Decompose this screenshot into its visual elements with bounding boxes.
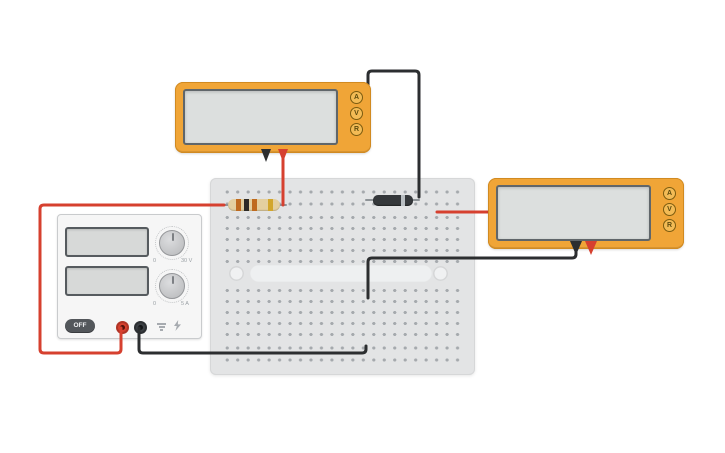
current-knob[interactable] (159, 273, 185, 299)
resistor-band-1 (236, 199, 241, 211)
multimeter-2-screen (496, 185, 651, 241)
resistor-band-3 (252, 199, 257, 211)
voltage-knob-pointer (171, 233, 174, 241)
breadboard-lower-terminal-strips (222, 285, 463, 340)
multimeter-2[interactable]: A V R (488, 178, 684, 249)
diode[interactable] (373, 195, 413, 206)
breadboard-bottom-power-rails (222, 342, 463, 366)
current-knob-pointer (171, 276, 174, 284)
power-supply-voltage-display (65, 227, 149, 257)
multimeter-2-amps-button[interactable]: A (663, 187, 676, 200)
multimeter-2-volts-button[interactable]: V (663, 203, 676, 216)
breadboard-screw-left (229, 266, 244, 281)
negative-terminal[interactable] (133, 320, 147, 334)
current-knob-max-label: 5 A (181, 301, 189, 307)
current-knob-min-label: 0 (153, 301, 157, 307)
resistor-band-4 (268, 199, 273, 211)
ground-icon (156, 323, 167, 331)
multimeter-1-resistance-button[interactable]: R (350, 123, 363, 136)
multimeter-2-resistance-button[interactable]: R (663, 219, 676, 232)
multimeter-1-screen (183, 89, 338, 145)
resistor-band-2 (244, 199, 249, 211)
multimeter-1-volts-button[interactable]: V (350, 107, 363, 120)
voltage-knob-max-label: 30 V (181, 258, 193, 264)
breadboard-center-channel (250, 265, 432, 282)
voltage-knob[interactable] (159, 230, 185, 256)
voltage-knob-min-label: 0 (153, 258, 157, 264)
positive-terminal[interactable] (115, 320, 129, 334)
diode-cathode-stripe (401, 195, 405, 206)
power-supply[interactable]: 0 30 V 0 5 A OFF (57, 214, 202, 339)
power-supply-current-display (65, 266, 149, 296)
breadboard-screw-right (433, 266, 448, 281)
power-off-button[interactable]: OFF (65, 319, 95, 333)
resistor[interactable] (228, 199, 280, 211)
multimeter-1-amps-button[interactable]: A (350, 91, 363, 104)
breadboard-upper-terminal-strips (222, 212, 463, 267)
lightning-icon (174, 320, 181, 331)
multimeter-1[interactable]: A V R (175, 82, 371, 153)
